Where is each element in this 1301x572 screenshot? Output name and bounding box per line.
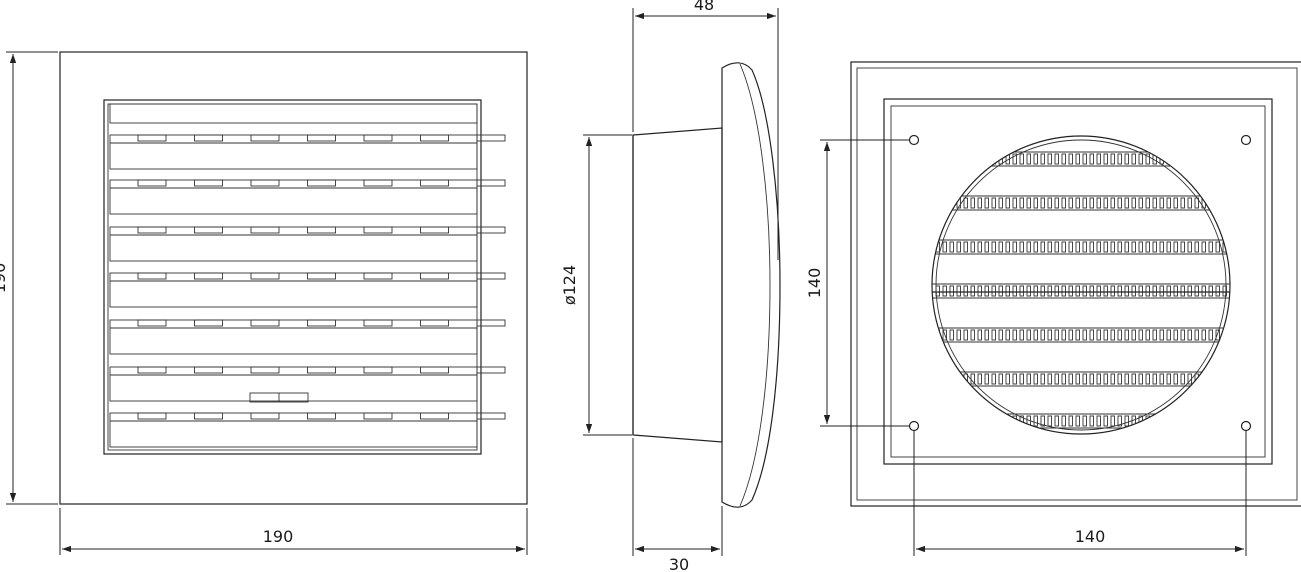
rear-vertical-label: 140 [805, 268, 824, 299]
screw-hole-top-left [908, 134, 920, 146]
rear-frame-outer [850, 61, 1301, 507]
side-depth-label: 48 [694, 0, 714, 14]
louver-slat [109, 319, 478, 355]
louver-slat [109, 412, 478, 448]
rear-frame-inner [883, 98, 1273, 465]
side-diameter-dimension: ø124 [560, 134, 632, 436]
louver-slat [109, 103, 478, 124]
front-frame-inner-lip [107, 103, 478, 451]
rear-spigot-circle [931, 135, 1231, 435]
louver-slat [109, 272, 478, 308]
louver-slat [109, 366, 478, 402]
louver-slat [109, 179, 478, 215]
screw-hole-bottom-left [908, 420, 920, 432]
rear-view: 140 140 [805, 61, 1301, 556]
front-frame-outer [59, 51, 528, 505]
side-spigot-dimension: 30 [632, 438, 723, 572]
louver-group [109, 103, 506, 448]
screw-hole-top-right [1240, 134, 1252, 146]
side-diameter-label: ø124 [560, 265, 579, 305]
rear-horizontal-label: 140 [1075, 527, 1106, 546]
front-width-label: 190 [263, 527, 294, 546]
rear-vertical-dimension: 140 [805, 139, 910, 427]
side-cover [721, 62, 781, 508]
louver-slat [109, 226, 478, 262]
rear-grill [932, 151, 1230, 429]
louver-slat [109, 134, 478, 170]
screw-hole-bottom-right [1240, 420, 1252, 432]
front-height-label: 190 [0, 263, 9, 294]
side-depth-dimension: 48 [632, 0, 779, 260]
front-width-dimension: 190 [59, 508, 528, 555]
rear-horizontal-dimension: 140 [913, 430, 1247, 556]
front-height-dimension: 190 [0, 51, 58, 505]
side-spigot [632, 127, 723, 443]
side-view: 48 ø124 30 [560, 0, 781, 572]
side-spigot-label: 30 [669, 555, 689, 572]
front-frame-inner [103, 99, 482, 455]
front-view: 190 190 [0, 51, 528, 555]
